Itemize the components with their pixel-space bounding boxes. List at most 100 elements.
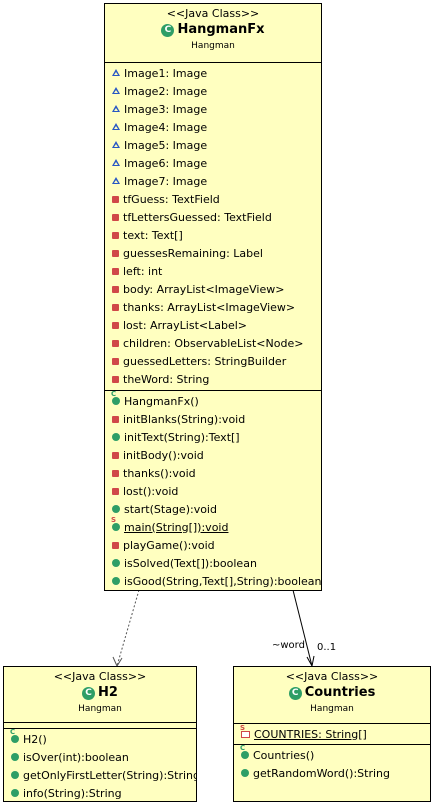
- constructor-mark-icon: C: [111, 390, 117, 398]
- field-row[interactable]: left: int: [105, 262, 321, 280]
- field-row[interactable]: guessesRemaining: Label: [105, 244, 321, 262]
- public-visibility-icon: [112, 559, 120, 567]
- field-row[interactable]: children: ObservableList<Node>: [105, 334, 321, 352]
- visibility-marker: [11, 771, 19, 779]
- field-row[interactable]: Image6: Image: [105, 154, 321, 172]
- package-visibility-icon: [112, 105, 120, 113]
- association-role-label: ~word: [272, 640, 305, 651]
- method-row[interactable]: thanks():void: [105, 464, 321, 482]
- private-visibility-icon: [112, 451, 119, 459]
- class-package: Hangman: [78, 704, 122, 714]
- visibility-marker: [112, 267, 119, 275]
- method-text: initBlanks(String):void: [123, 412, 246, 426]
- method-row[interactable]: isGood(String,Text[],String):boolean: [105, 572, 321, 590]
- field-row[interactable]: lost: ArrayList<Label>: [105, 316, 321, 334]
- class-stereotype: <<Java Class>>: [166, 7, 260, 20]
- method-row[interactable]: lost():void: [105, 482, 321, 500]
- field-row[interactable]: guessedLetters: StringBuilder: [105, 352, 321, 370]
- visibility-marker: [112, 195, 119, 203]
- field-row[interactable]: theWord: String: [105, 370, 321, 388]
- visibility-marker: [11, 753, 19, 761]
- method-row[interactable]: info(String):String: [4, 784, 196, 801]
- field-row[interactable]: Image7: Image: [105, 172, 321, 190]
- visibility-marker: S: [240, 724, 250, 738]
- private-visibility-icon: [112, 415, 119, 423]
- private-visibility-icon: [112, 541, 119, 549]
- field-row[interactable]: body: ArrayList<ImageView>: [105, 280, 321, 298]
- private-visibility-icon: [112, 267, 119, 275]
- visibility-marker: [112, 469, 119, 477]
- method-row[interactable]: initBlanks(String):void: [105, 410, 321, 428]
- public-visibility-icon: [112, 523, 120, 531]
- method-row[interactable]: initBody():void: [105, 446, 321, 464]
- field-row[interactable]: text: Text[]: [105, 226, 321, 244]
- association-line: [292, 589, 313, 667]
- field-text: guessesRemaining: Label: [123, 246, 263, 260]
- field-row[interactable]: S COUNTRIES: String[]: [234, 724, 430, 743]
- package-visibility-icon: [112, 87, 120, 95]
- field-row[interactable]: tfLettersGuessed: TextField: [105, 208, 321, 226]
- visibility-marker: [112, 159, 120, 167]
- visibility-marker: S: [111, 516, 120, 531]
- visibility-marker: [241, 769, 249, 777]
- visibility-marker: [112, 541, 119, 549]
- class-hangmanfx[interactable]: <<Java Class>> C HangmanFx Hangman Image…: [104, 3, 322, 591]
- method-row[interactable]: getRandomWord():String: [234, 764, 430, 782]
- method-row[interactable]: initText(String):Text[]: [105, 428, 321, 446]
- field-row[interactable]: tfGuess: TextField: [105, 190, 321, 208]
- constructor-mark-icon: C: [240, 744, 246, 752]
- private-visibility-icon: [112, 469, 119, 477]
- public-visibility-icon: [11, 789, 19, 797]
- class-icon: C: [82, 686, 96, 700]
- class-name: Countries: [304, 685, 376, 700]
- visibility-marker: [112, 249, 119, 257]
- method-row[interactable]: isSolved(Text[]):boolean: [105, 554, 321, 572]
- package-visibility-icon: [112, 141, 120, 149]
- package-visibility-icon: [112, 69, 120, 77]
- class-package: Hangman: [191, 41, 235, 51]
- private-visibility-icon: [112, 487, 119, 495]
- private-visibility-icon: [112, 375, 119, 383]
- field-text: body: ArrayList<ImageView>: [123, 282, 285, 296]
- field-row[interactable]: Image5: Image: [105, 136, 321, 154]
- field-row[interactable]: Image2: Image: [105, 82, 321, 100]
- visibility-marker: [112, 415, 119, 423]
- visibility-marker: [112, 559, 120, 567]
- method-row[interactable]: getOnlyFirstLetter(String):String: [4, 766, 196, 784]
- visibility-marker: [112, 577, 120, 585]
- method-row[interactable]: isOver(int):boolean: [4, 748, 196, 766]
- visibility-marker: C: [240, 744, 249, 759]
- field-text: COUNTRIES: String[]: [254, 727, 367, 741]
- field-text: Image5: Image: [124, 138, 208, 152]
- method-row[interactable]: playGame():void: [105, 536, 321, 554]
- field-row[interactable]: Image1: Image: [105, 64, 321, 82]
- private-visibility-icon: [112, 285, 119, 293]
- private-visibility-icon: [112, 231, 119, 239]
- method-text: getRandomWord():String: [253, 766, 390, 780]
- visibility-marker: [112, 451, 119, 459]
- method-row[interactable]: start(Stage):void: [105, 500, 321, 518]
- visibility-marker: [112, 141, 120, 149]
- visibility-marker: [112, 231, 119, 239]
- field-row[interactable]: thanks: ArrayList<ImageView>: [105, 298, 321, 316]
- method-text: playGame():void: [123, 538, 215, 552]
- public-visibility-icon: [112, 577, 120, 585]
- field-text: Image3: Image: [124, 102, 208, 116]
- method-text: H2(): [23, 732, 47, 746]
- method-row[interactable]: C H2(): [4, 728, 196, 748]
- constructor-mark-icon: C: [10, 728, 16, 736]
- method-text: main(String[]):void: [124, 520, 229, 534]
- field-row[interactable]: Image3: Image: [105, 100, 321, 118]
- field-row[interactable]: Image4: Image: [105, 118, 321, 136]
- class-stereotype: <<Java Class>>: [285, 670, 379, 683]
- class-icon: C: [161, 23, 175, 37]
- field-text: Image7: Image: [124, 174, 208, 188]
